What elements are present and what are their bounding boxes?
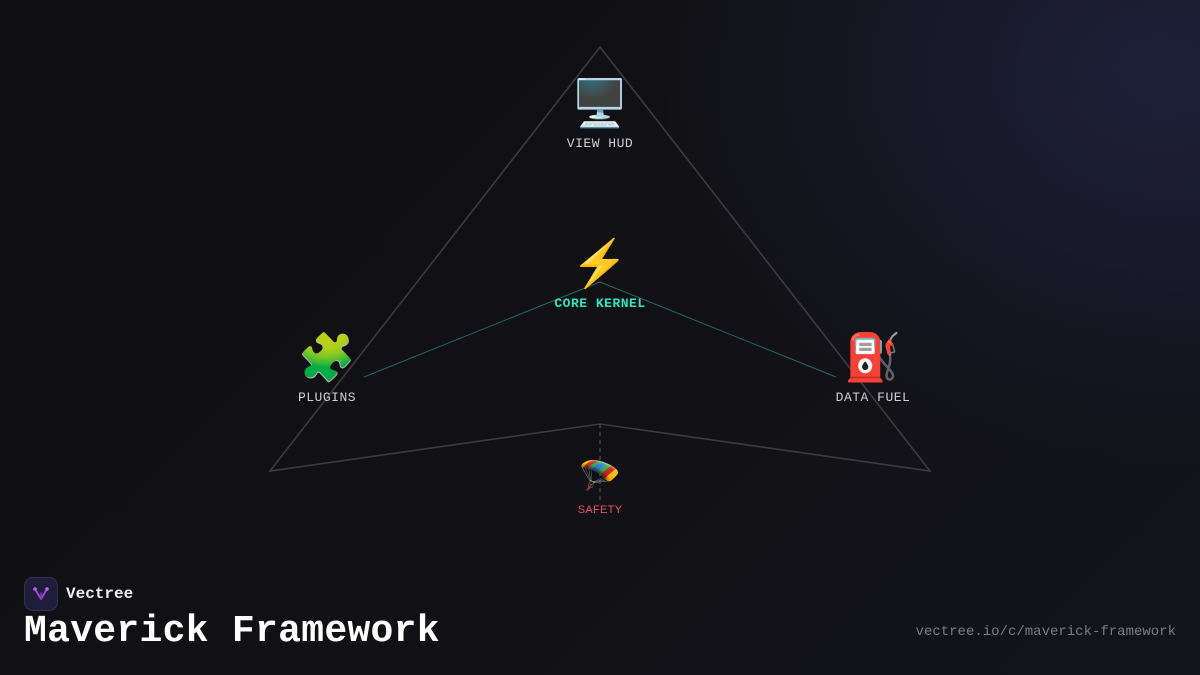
puzzle-piece-icon: 🧩 (298, 332, 356, 383)
connector-core-to-plugins (363, 281, 601, 378)
node-data-fuel: ⛽ DATA FUEL (836, 332, 911, 405)
node-label: SAFETY (577, 504, 623, 516)
node-label: DATA FUEL (835, 390, 911, 405)
course-url: vectree.io/c/maverick-framework (915, 624, 1176, 640)
vectree-logo-icon (24, 577, 58, 611)
node-plugins: 🧩 PLUGINS (298, 332, 356, 405)
fuel-pump-icon: ⛽ (844, 332, 902, 383)
page-title: Maverick Framework (24, 610, 440, 653)
node-safety: 🪂 SAFETY (578, 458, 623, 516)
node-label: PLUGINS (297, 390, 357, 405)
brand-name: Vectree (66, 585, 134, 603)
node-core-kernel: ⚡ CORE KERNEL (554, 238, 645, 311)
node-label: VIEW HUD (566, 136, 634, 151)
lightning-icon: ⚡ (571, 238, 629, 289)
node-view-hud: 🖥️ VIEW HUD (567, 78, 633, 151)
connector-core-to-data-fuel (599, 281, 837, 378)
parachute-icon: 🪂 (578, 459, 622, 496)
node-label: CORE KERNEL (554, 296, 646, 311)
brand: Vectree (24, 577, 133, 611)
desktop-computer-icon: 🖥️ (571, 78, 629, 129)
